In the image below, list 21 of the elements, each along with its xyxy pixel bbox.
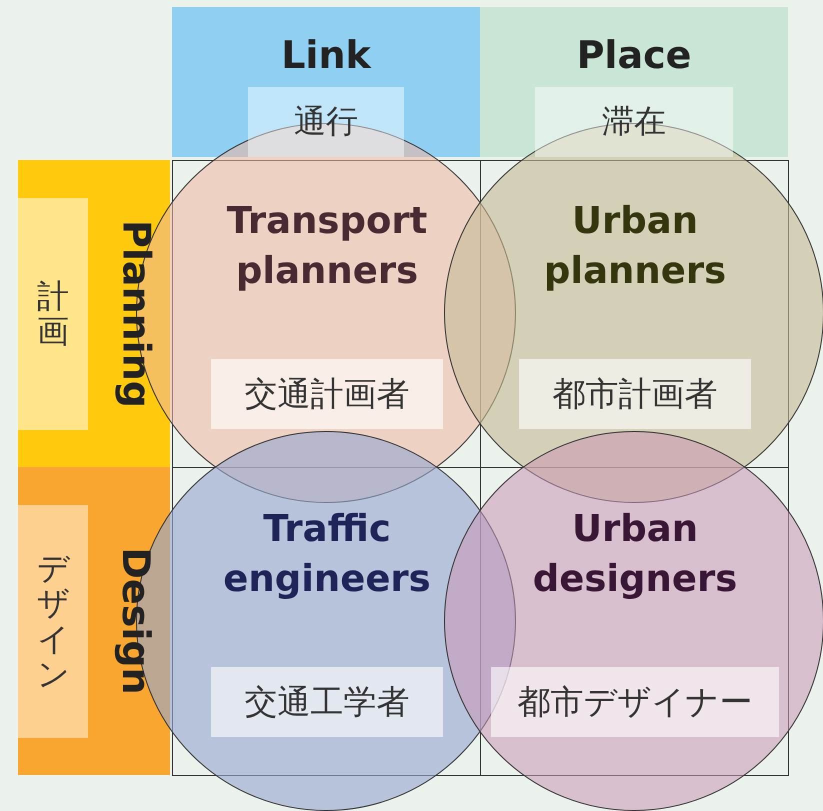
row-heading: Design bbox=[113, 546, 159, 697]
japanese-label: 交通工学者 bbox=[211, 667, 443, 737]
role-title: Urban planners bbox=[542, 198, 728, 294]
row-header-band bbox=[18, 160, 170, 467]
japanese-label: 滞在 bbox=[535, 87, 733, 157]
row-heading: Planning bbox=[113, 218, 159, 410]
vertical-text: 計画 bbox=[37, 278, 69, 350]
role-title: Transport planners bbox=[226, 198, 428, 294]
column-heading: Link bbox=[280, 33, 372, 77]
column-heading: Place bbox=[576, 33, 692, 77]
column-header-band bbox=[172, 7, 480, 157]
role-title: Traffic engineers bbox=[222, 506, 432, 602]
japanese-label: 都市計画者 bbox=[519, 359, 751, 429]
japanese-label: 通行 bbox=[248, 87, 404, 157]
column-header-band bbox=[480, 7, 788, 157]
venn-circle bbox=[444, 431, 823, 811]
role-title: Urban designers bbox=[532, 506, 738, 602]
japanese-label: 都市デザイナー bbox=[491, 667, 779, 737]
vertical-text: デザイン bbox=[37, 551, 69, 692]
japanese-label: 交通計画者 bbox=[211, 359, 443, 429]
row-header-band bbox=[18, 467, 170, 775]
